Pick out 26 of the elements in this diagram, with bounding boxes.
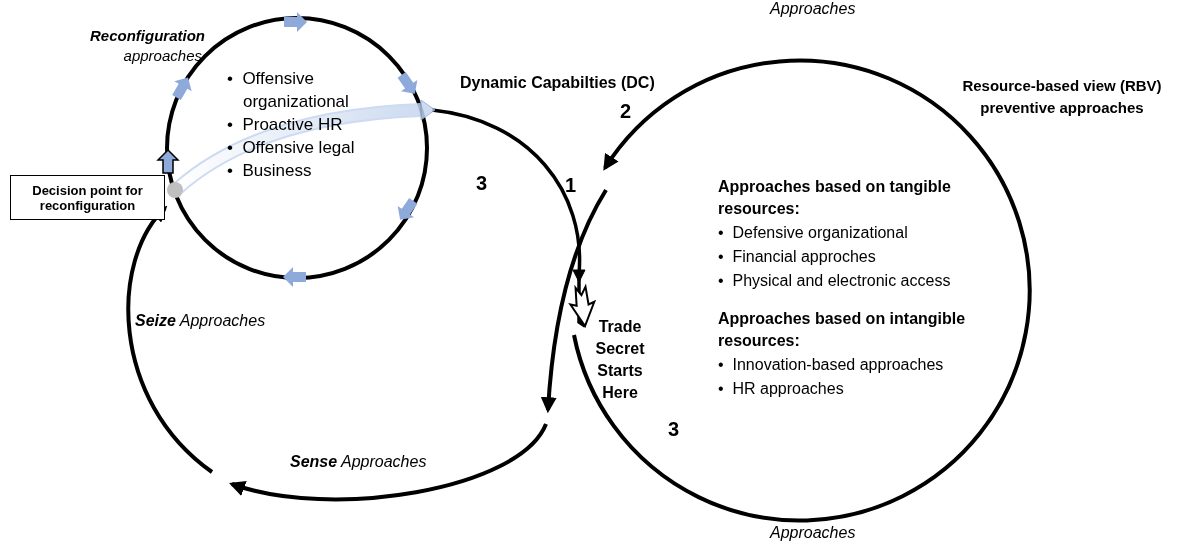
start-label: Trade Secret Starts Here <box>584 310 656 406</box>
arc-label: Approaches <box>770 524 856 542</box>
step-number: 3 <box>476 172 488 195</box>
bullet-item: • Business <box>227 160 313 182</box>
bullet-item: • Financial approches <box>718 247 876 267</box>
arc-label: Approaches <box>770 0 856 18</box>
loop-label: Sense Approaches <box>290 453 427 471</box>
step-number: 3 <box>668 418 680 441</box>
bullet-item: • HR approaches <box>718 379 844 399</box>
circle-heading: Resource-based view (RBV) preventive approaches <box>961 76 1163 118</box>
loop-label: Seize Approaches <box>135 312 266 330</box>
decision-point-box: Decision point for reconfiguration <box>10 175 165 220</box>
block-arrow <box>156 148 180 174</box>
bullet-item: • Offensive organizational <box>227 68 350 113</box>
edge-label: 1 <box>565 174 577 197</box>
bullet-item: • Physical and electronic access <box>718 271 951 291</box>
band-arrow <box>173 99 436 194</box>
bullet-item: • Defensive organizational <box>718 223 908 243</box>
bullet-item: • Offensive legal <box>227 137 356 159</box>
arrow <box>431 108 597 329</box>
bullet-item: • Proactive HR <box>227 114 344 136</box>
loop-heading: Dynamic Capabilties (DC) <box>460 74 655 92</box>
section-heading: Approaches based on tangible resources: <box>718 177 952 219</box>
step-number: 2 <box>620 100 632 123</box>
bullet-item: • Innovation-based approaches <box>718 355 944 375</box>
section-heading: Approaches based on intangible resources: <box>718 309 967 351</box>
